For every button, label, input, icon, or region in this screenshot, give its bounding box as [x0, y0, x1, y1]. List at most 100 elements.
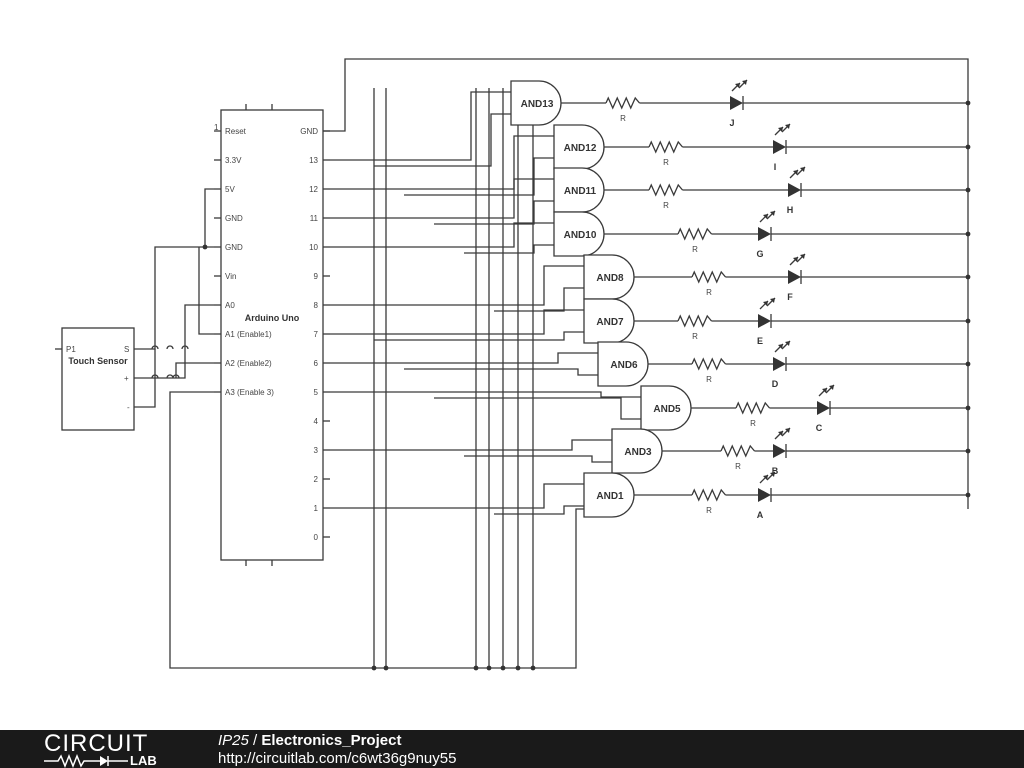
gate-input-wire — [330, 439, 612, 451]
resistor-icon[interactable] — [648, 183, 683, 197]
led-icon[interactable] — [758, 314, 771, 328]
junction-dot — [202, 244, 208, 250]
arduino-right-pin-label: 4 — [314, 417, 319, 426]
led-arrowhead — [785, 428, 790, 433]
gate-label: AND11 — [564, 186, 597, 197]
resistor-label: R — [620, 114, 626, 123]
led-arrowhead — [778, 344, 783, 349]
junction-dot — [383, 665, 389, 671]
project-title: IP25 / Electronics_Project — [218, 732, 401, 749]
junction-dot — [965, 448, 971, 454]
resistor-icon[interactable] — [691, 488, 726, 502]
arduino-left-pin-label: Vin — [225, 272, 236, 281]
gate-enable-wire — [374, 113, 511, 167]
resistor-icon[interactable] — [677, 227, 712, 241]
resistor-icon[interactable] — [735, 401, 770, 415]
led-arrowhead — [735, 83, 740, 88]
junction-dot — [515, 665, 521, 671]
resistor-label: R — [706, 506, 712, 515]
resistor-label: R — [706, 375, 712, 384]
junction-dot — [473, 665, 479, 671]
led-arrowhead — [800, 254, 805, 259]
arduino-right-pin-label: 13 — [309, 156, 318, 165]
led-icon[interactable] — [758, 227, 771, 241]
gate-input-wire — [330, 352, 598, 364]
arduino-title: Arduino Uno — [245, 313, 300, 323]
gate-input-wire — [330, 135, 554, 190]
resistor-label: R — [735, 462, 741, 471]
ground-rail — [323, 58, 969, 509]
led-arrowhead — [793, 257, 798, 262]
wire-network — [55, 58, 969, 669]
led-label: B — [772, 466, 779, 476]
resistor-label: R — [750, 419, 756, 428]
arduino-left-pin-label: A0 — [225, 301, 235, 310]
gate-input-wire — [330, 265, 584, 306]
resistor-icon[interactable] — [691, 357, 726, 371]
resistor-icon[interactable] — [720, 444, 755, 458]
and-gate-icon[interactable] — [597, 341, 649, 387]
led-arrowhead — [778, 431, 783, 436]
footer-bar: CIRCUIT LAB IP25 / Electronics_Project h… — [0, 730, 1024, 768]
led-icon[interactable] — [773, 140, 786, 154]
and-gate-icon[interactable] — [640, 385, 692, 431]
led-arrowhead — [822, 388, 827, 393]
junction-dot — [965, 405, 971, 411]
gate-label: AND1 — [596, 491, 624, 502]
led-icon[interactable] — [758, 488, 771, 502]
led-arrowhead — [785, 341, 790, 346]
gate-enable-wire — [464, 244, 554, 254]
led-label: H — [787, 205, 794, 215]
led-arrowhead — [785, 124, 790, 129]
led-icon[interactable] — [817, 401, 830, 415]
arduino-left-pin-label: GND — [225, 214, 243, 223]
arduino-right-pin-label: 3 — [314, 446, 319, 455]
junction-dots — [202, 100, 971, 671]
led-arrowhead — [800, 167, 805, 172]
resistor-icon[interactable] — [605, 96, 640, 110]
resistor-icon[interactable] — [677, 314, 712, 328]
touch-sensor-title: Touch Sensor — [68, 356, 128, 366]
led-icon[interactable] — [773, 357, 786, 371]
touch-sensor[interactable]: Touch Sensor P1 S + - — [61, 327, 135, 431]
gate-enable-wire — [434, 397, 641, 420]
arduino-right-pin-label: 6 — [314, 359, 319, 368]
led-icon[interactable] — [773, 444, 786, 458]
led-arrowhead — [763, 301, 768, 306]
project-url[interactable]: http://circuitlab.com/c6wt36g9nuy55 — [218, 750, 457, 767]
led-icon[interactable] — [788, 183, 801, 197]
wire-crossover — [181, 345, 189, 350]
gate-label: AND5 — [653, 404, 681, 415]
and-gate-icon[interactable] — [611, 428, 663, 474]
wire-crossover — [151, 374, 159, 379]
gate-enable-wire — [374, 331, 584, 341]
and-gate-icon[interactable] — [583, 472, 635, 518]
gate-enable-wire — [464, 455, 612, 463]
resistor-icon[interactable] — [691, 270, 726, 284]
and-gate-icon[interactable] — [510, 80, 562, 126]
led-label: F — [787, 292, 793, 302]
gate-enable-wire — [434, 200, 554, 225]
led-icon[interactable] — [788, 270, 801, 284]
project-name[interactable]: Electronics_Project — [261, 732, 402, 749]
arduino-left-pin-label: 3.3V — [225, 156, 242, 165]
junction-dot — [965, 187, 971, 193]
arduino-left-pin-label: Reset — [225, 127, 247, 136]
arduino-left-pin-label: A3 (Enable 3) — [225, 388, 274, 397]
arduino-left-pin-label: A1 (Enable1) — [225, 330, 272, 339]
enable2-wire — [175, 362, 214, 378]
arduino-uno[interactable]: Arduino Uno — [220, 109, 324, 561]
arduino-left-pin-label: GND — [225, 243, 243, 252]
circuitlab-logo-text[interactable]: CIRCUIT — [44, 730, 149, 757]
touch-sensor-body — [61, 327, 135, 431]
project-user[interactable]: IP25 — [218, 732, 249, 749]
led-icon[interactable] — [730, 96, 743, 110]
arduino-right-pin-label: 12 — [309, 185, 318, 194]
resistor-icon[interactable] — [648, 140, 683, 154]
gate-input-wire — [330, 91, 511, 161]
